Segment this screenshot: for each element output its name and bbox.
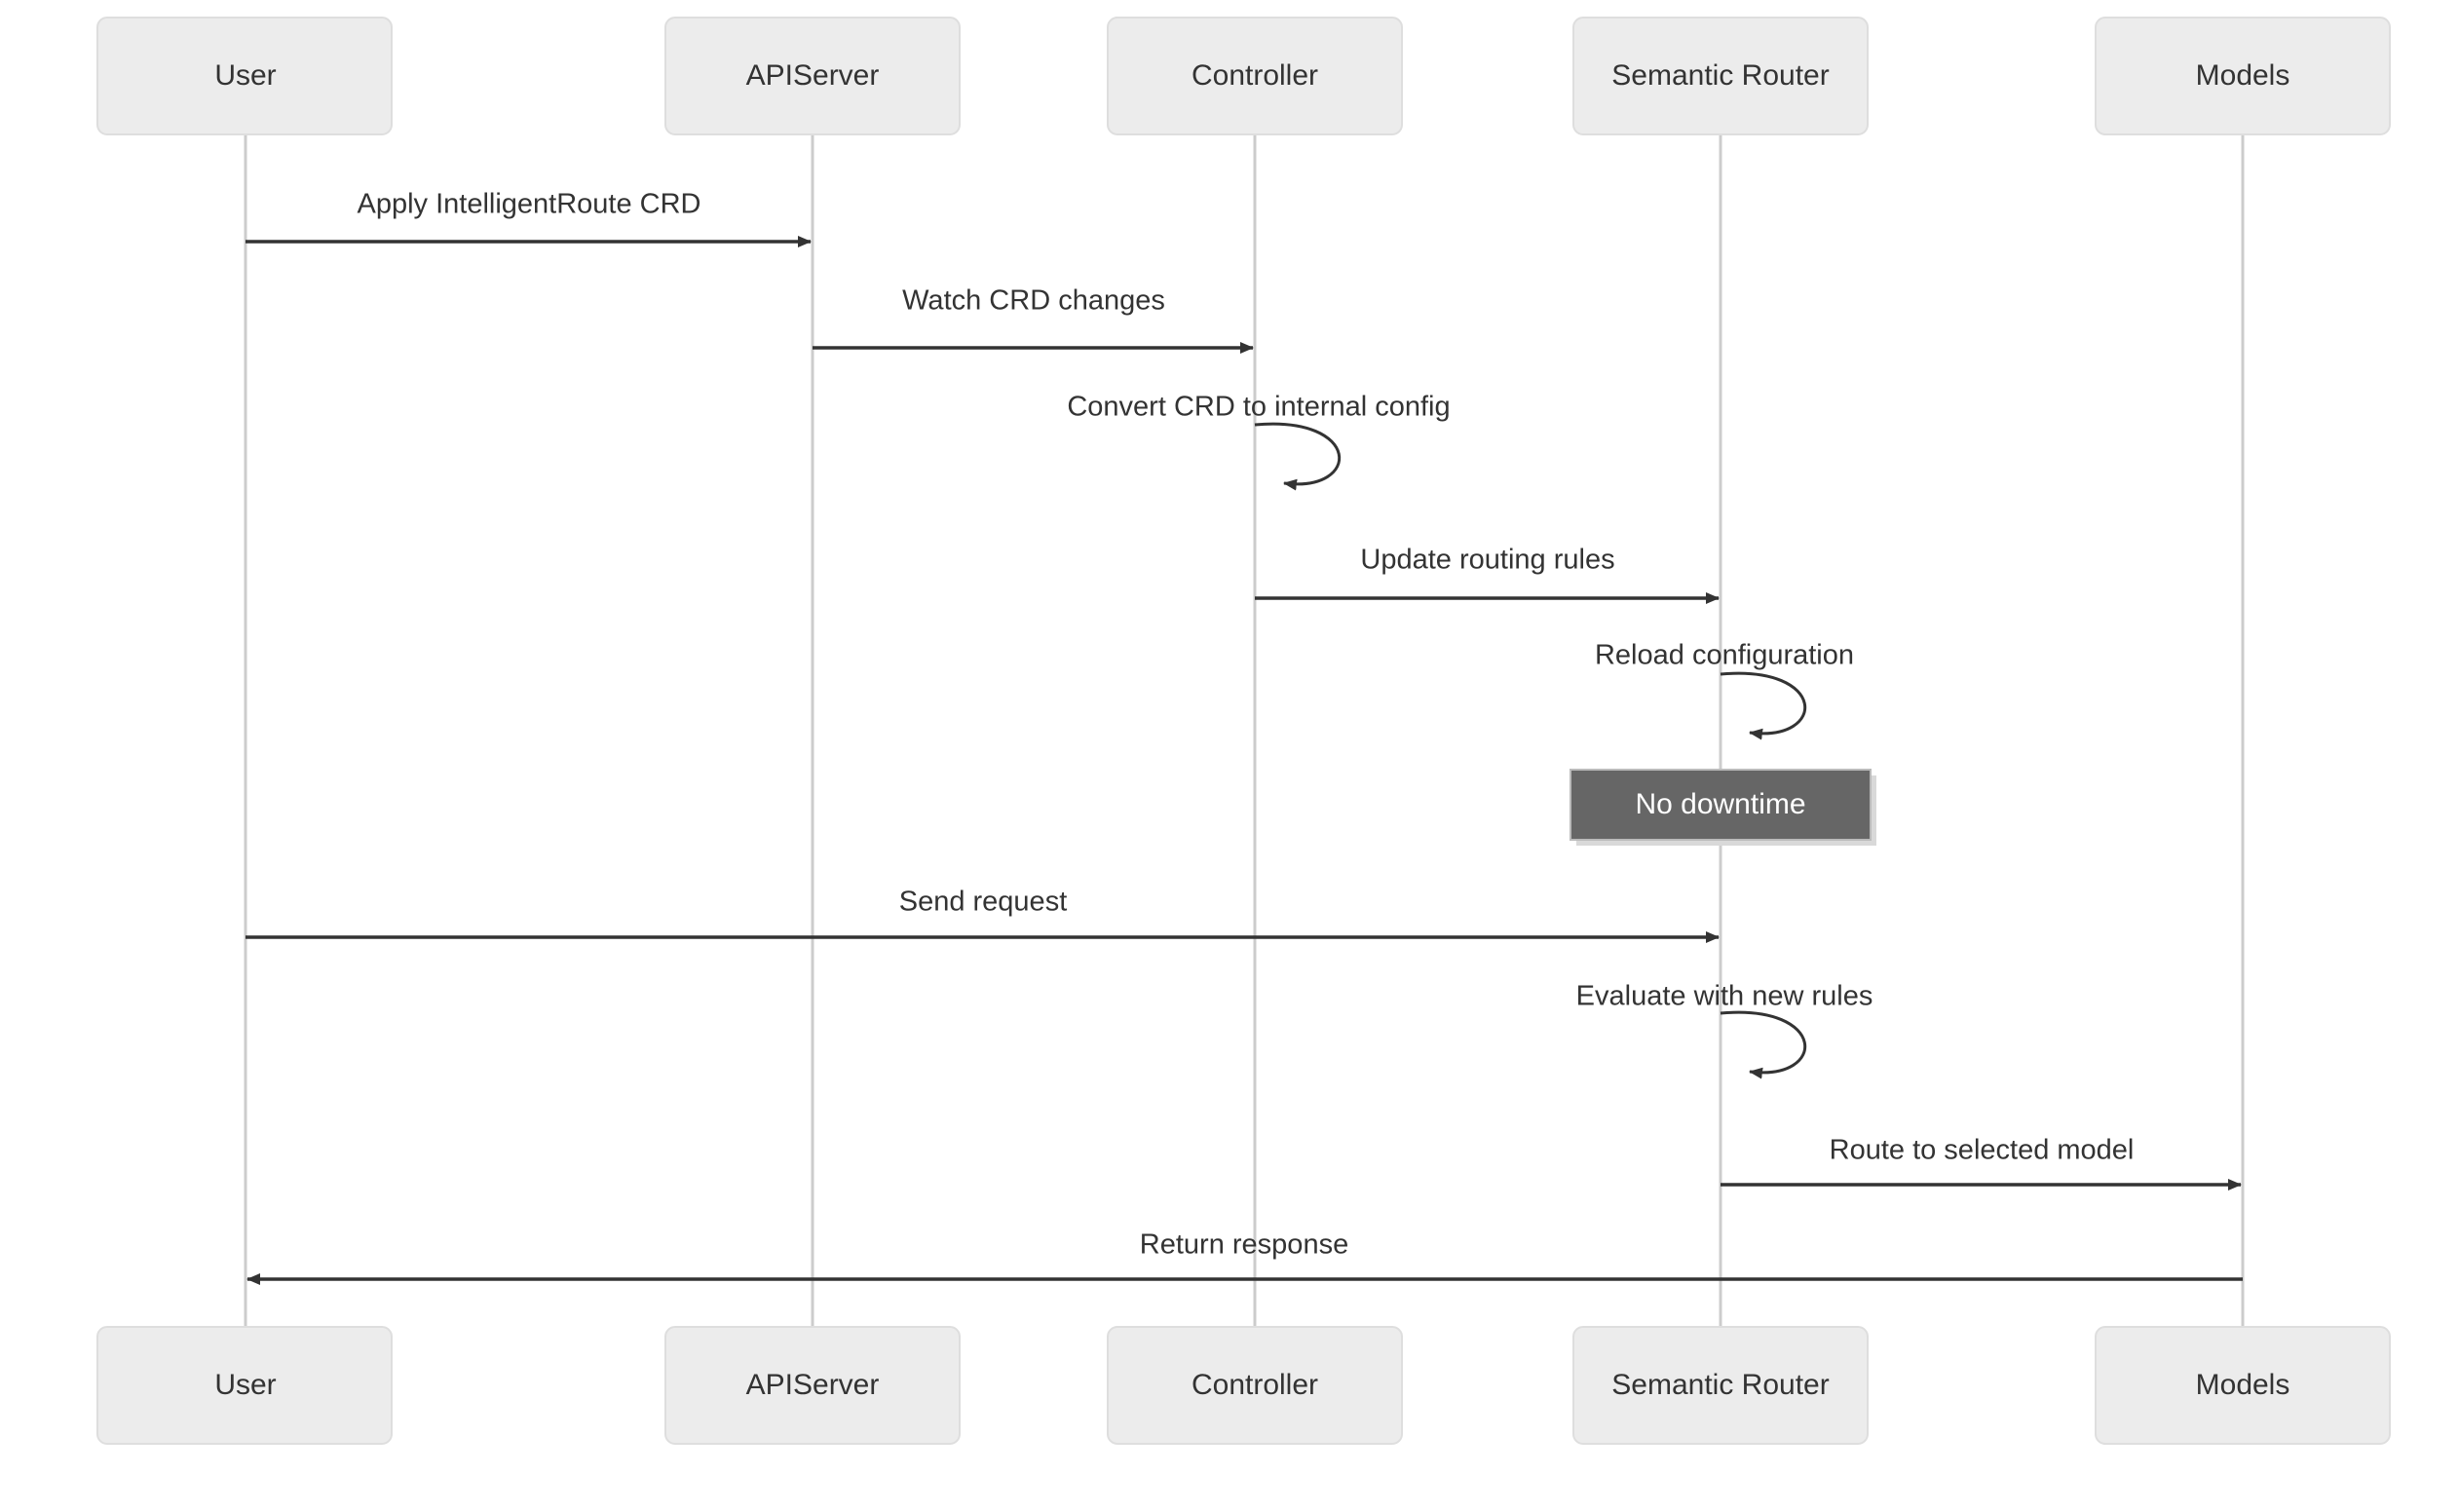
message-m8: Route to selected model [1721,1135,2242,1191]
actor-boxes-bottom: User APIServer Controller Semantic Router Mo… [96,1326,2391,1445]
note-box [1570,769,1872,841]
actor-box-user[interactable] [96,1326,393,1445]
actor-box-user[interactable] [96,17,393,135]
actor-box-models[interactable] [2095,1326,2391,1445]
actor-box-models[interactable] [2095,17,2391,135]
message-label-m8: Route to selected model [1830,1135,2135,1166]
message-label-m5: Reload configuration [1595,640,1854,671]
message-m9: Return response [246,1229,2243,1285]
message-m2: Watch CRD changes [813,285,1254,354]
actor-label-semantic_router: Semantic Router [1611,59,1829,92]
notes: No downtime [1570,769,1876,846]
message-label-m3: Convert CRD to internal config [1067,392,1450,423]
note-n1: No downtime [1570,769,1876,846]
actor-box-controller[interactable] [1107,1326,1403,1445]
note-label: No downtime [1635,788,1805,820]
actor-apiserver-bottom[interactable]: APIServer [664,1326,961,1445]
self-loop-path-m7 [1720,1010,1807,1079]
actor-label-user: User [214,59,276,92]
message-m3: Convert CRD to internal config [1067,392,1451,491]
self-loop-path-m5 [1720,671,1807,740]
actor-box-apiserver[interactable] [664,1326,961,1445]
message-label-m4: Update routing rules [1360,545,1614,576]
message-m5: Reload configuration [1595,640,1854,740]
actor-models-bottom[interactable]: Models [2095,1326,2391,1445]
actor-controller-top[interactable]: Controller [1107,17,1403,135]
message-m1: Apply IntelligentRoute CRD [246,189,812,247]
message-m6: Send request [246,887,1720,943]
actor-label-controller: Controller [1192,59,1318,92]
actor-apiserver-top[interactable]: APIServer [664,17,961,135]
actor-user-top[interactable]: User [96,17,393,135]
messages: Apply IntelligentRoute CRD Watch CRD chan… [246,189,2243,1285]
message-m4: Update routing rules [1255,545,1720,604]
actor-box-apiserver[interactable] [664,17,961,135]
message-label-m2: Watch CRD changes [902,285,1165,317]
actor-semantic_router-top[interactable]: Semantic Router [1572,17,1869,135]
actor-models-top[interactable]: Models [2095,17,2391,135]
actor-label-user: User [214,1369,276,1401]
self-loop-path-m3 [1254,422,1342,491]
actor-label-models: Models [2196,59,2290,92]
actor-box-controller[interactable] [1107,17,1403,135]
actor-box-semantic_router[interactable] [1572,1326,1869,1445]
message-label-m7: Evaluate with new rules [1576,981,1873,1012]
actor-boxes-top: User APIServer Controller Semantic Router Mo… [96,17,2391,135]
actor-user-bottom[interactable]: User [96,1326,393,1445]
actor-label-apiserver: APIServer [746,1369,880,1401]
actor-semantic_router-bottom[interactable]: Semantic Router [1572,1326,1869,1445]
message-label-m9: Return response [1140,1229,1348,1261]
actor-box-semantic_router[interactable] [1572,17,1869,135]
actor-controller-bottom[interactable]: Controller [1107,1326,1403,1445]
actor-label-apiserver: APIServer [746,59,880,92]
message-label-m6: Send request [899,887,1068,918]
actor-label-models: Models [2196,1369,2290,1401]
message-m7: Evaluate with new rules [1576,981,1873,1079]
actor-label-controller: Controller [1192,1369,1318,1401]
message-label-m1: Apply IntelligentRoute CRD [357,189,700,220]
lifelines [244,134,2245,1327]
actor-label-semantic_router: Semantic Router [1611,1369,1829,1401]
